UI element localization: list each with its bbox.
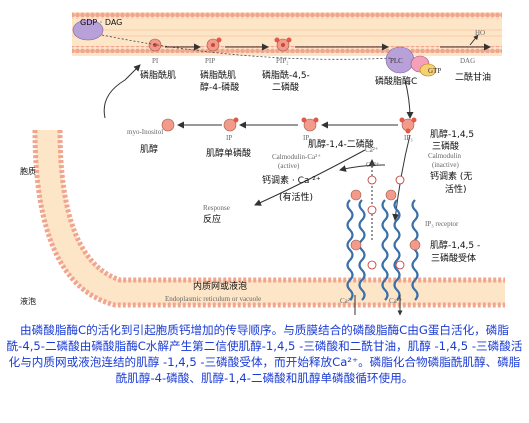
ip3-cn-label-1: 肌醇-1,4,5 bbox=[430, 130, 475, 140]
cytoplasm-side-label: 胞质 bbox=[20, 167, 36, 176]
ip3-cn-label-2: 三磷酸 bbox=[432, 142, 460, 152]
inositol-ball bbox=[161, 118, 175, 132]
ca-mid-label: Ca²⁺ bbox=[366, 161, 380, 169]
ho-label: HO bbox=[475, 29, 486, 37]
ip2-ball bbox=[301, 117, 319, 132]
calcium-ion bbox=[367, 175, 405, 270]
ip-ball bbox=[223, 117, 239, 132]
ca-right-label: Ca²⁺ bbox=[389, 297, 403, 305]
ip2-cn-label: 肌醇-1,4-二磷酸 bbox=[308, 140, 374, 150]
calmodulin-inactive-cn-label: 钙调素 (无 bbox=[430, 172, 473, 182]
receptor-ligand-ball bbox=[350, 189, 421, 251]
pip-cn-label-2: 醇-4-磷酸 bbox=[200, 83, 240, 93]
myo-inositol-label: myo-Inositol bbox=[127, 128, 164, 136]
plc-enzyme bbox=[385, 46, 437, 77]
pip-label: PIP bbox=[205, 57, 216, 65]
lipid-pip bbox=[206, 37, 222, 52]
calmodulin-active-cn-label-2: (有活性) bbox=[279, 193, 314, 203]
pi-label: PI bbox=[152, 57, 159, 65]
ip-label: IP bbox=[226, 134, 233, 142]
calmodulin-inactive-cn-label-2: 活性) bbox=[445, 185, 467, 195]
ip3-receptor-cn-label-1: 肌醇-1,4,5 - bbox=[430, 241, 481, 251]
response-cn-label: 反应 bbox=[203, 215, 222, 225]
pip2-cn-label-1: 磷脂酰-4,5- bbox=[262, 71, 310, 81]
gprotein-to-plc-link bbox=[101, 34, 393, 60]
pip2-cn-label-2: 二磷酸 bbox=[272, 83, 300, 93]
gtp-label: GTP bbox=[428, 67, 442, 75]
plc-cn-label: 磷酸脂酶C bbox=[375, 77, 418, 87]
ip2-label: IP₂ bbox=[303, 134, 312, 142]
cycle-arrows bbox=[103, 64, 414, 240]
ip3-ball bbox=[399, 117, 417, 134]
membrane-arrows bbox=[165, 34, 491, 51]
calmodulin-active-en-label: Calmodulin-Ca²⁺ bbox=[272, 153, 321, 161]
ip3-receptor-en-label: IP₃ receptor bbox=[425, 220, 459, 228]
plc-label: PLC bbox=[390, 57, 403, 65]
figure-caption: 由磷酸脂酶C的活化到引起胞质钙增加的传导顺序。与质膜结合的磷酸脂酶C由G蛋白活化… bbox=[6, 323, 523, 385]
lipid-pi bbox=[148, 38, 162, 52]
response-en-label: Response bbox=[203, 204, 230, 212]
inositol-cn-label: 肌醇 bbox=[140, 145, 159, 155]
ca-release-arrows bbox=[354, 295, 400, 315]
lipid-pip2 bbox=[274, 37, 292, 52]
dag-cn-label: 二酰甘油 bbox=[455, 73, 492, 83]
g-protein bbox=[72, 19, 104, 41]
gdp-dag-label: GDP · DAG bbox=[80, 18, 123, 27]
ip3-receptor-cn-label-2: 三磷酸受体 bbox=[431, 254, 477, 264]
er-en-label: Endoplasmic reticulum or vacuole bbox=[165, 295, 262, 303]
er-membrane bbox=[32, 129, 505, 308]
ca-left-label: Ca²⁺ bbox=[340, 297, 354, 305]
ip3-label: IP₃ bbox=[404, 134, 413, 142]
vacuole-side-label: 液泡 bbox=[20, 297, 36, 306]
dag-label: DAG bbox=[460, 57, 476, 65]
pip-cn-label-1: 磷脂酰肌 bbox=[200, 71, 237, 81]
pi-cn-label: 磷脂酰肌 bbox=[140, 71, 177, 81]
er-cn-label: 内质网或液泡 bbox=[193, 282, 248, 292]
calmodulin-inactive-en-label: Calmodulin bbox=[428, 152, 462, 160]
calmodulin-active-en-label-2: (active) bbox=[278, 162, 300, 170]
calmodulin-inactive-en-label-2: (inactive) bbox=[432, 161, 459, 169]
calmodulin-active-cn-label: 钙调素 · Ca ²⁺ bbox=[262, 176, 321, 186]
pip2-label: PIP₂ bbox=[276, 57, 289, 65]
ca-top-label: Ca²⁺ bbox=[365, 146, 379, 154]
ip-cn-label: 肌醇单磷酸 bbox=[206, 149, 252, 159]
